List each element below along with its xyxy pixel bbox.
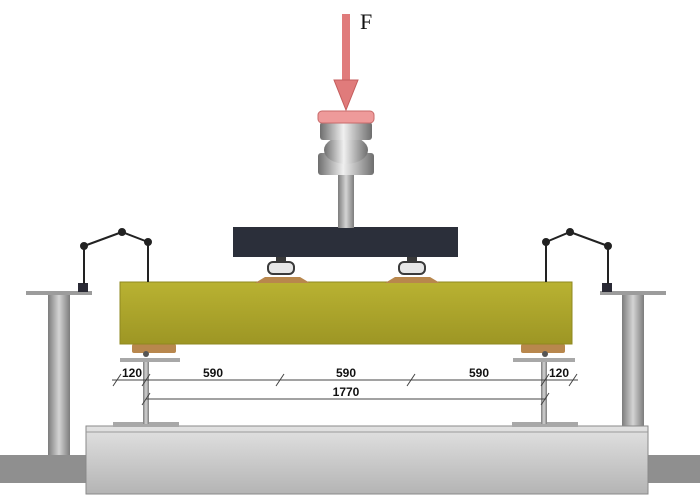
right-support-post bbox=[512, 358, 578, 427]
left-support-post bbox=[113, 358, 180, 427]
right-displacement-gauge bbox=[542, 228, 612, 284]
dimension-right-overhang: 120 bbox=[549, 366, 569, 380]
left-reaction-frame bbox=[26, 283, 92, 455]
dimension-lines bbox=[112, 373, 578, 406]
dimension-span-middle: 590 bbox=[336, 366, 356, 380]
force-label: F bbox=[360, 9, 372, 34]
dimension-span-left: 590 bbox=[203, 366, 223, 380]
left-load-point-bearing bbox=[255, 256, 310, 283]
dimension-span-right: 590 bbox=[469, 366, 489, 380]
base-block bbox=[85, 425, 649, 495]
load-head-assembly bbox=[317, 110, 375, 228]
right-bottom-bearing bbox=[521, 344, 565, 357]
dimension-total-span: 1770 bbox=[333, 385, 360, 399]
force-arrow bbox=[333, 14, 359, 112]
left-displacement-gauge bbox=[80, 228, 152, 284]
left-bottom-bearing bbox=[132, 344, 176, 357]
dimension-left-overhang: 120 bbox=[122, 366, 142, 380]
right-load-point-bearing bbox=[385, 256, 440, 283]
spreader-beam bbox=[233, 227, 458, 257]
right-reaction-frame bbox=[600, 283, 666, 455]
test-beam bbox=[119, 281, 573, 345]
